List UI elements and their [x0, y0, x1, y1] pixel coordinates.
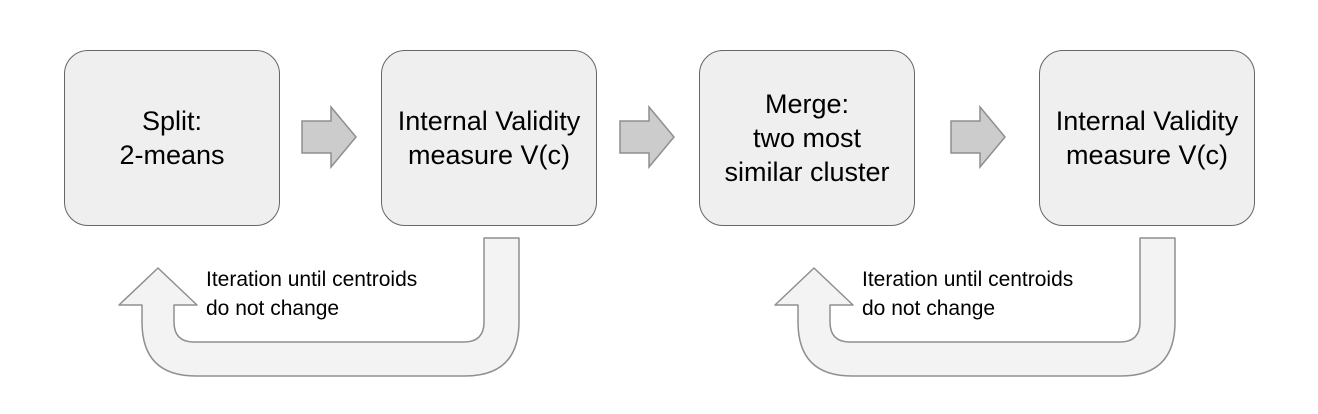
split-step-box: Split: 2-means	[64, 50, 280, 226]
loop-caption-1: Iteration until centroids do not change	[206, 265, 417, 323]
validity-box-1-line-2: measure V(c)	[407, 140, 571, 170]
merge-box-line-3: similar cluster	[724, 157, 890, 187]
right-arrow-1	[301, 104, 357, 170]
split-box-line-1: Split:	[141, 106, 202, 136]
validity-box-2-line-2: measure V(c)	[1065, 140, 1229, 170]
split-box-line-2: 2-means	[119, 140, 225, 170]
right-arrow-2	[619, 104, 675, 170]
merge-step-box: Merge: two most similar cluster	[699, 50, 915, 226]
loop-arrow-1	[118, 237, 520, 377]
loop-caption-2-line-1: Iteration until centroids	[862, 268, 1074, 291]
loop-arrow-2	[774, 237, 1176, 377]
right-arrow-3	[950, 104, 1006, 170]
validity-measure-box-2: Internal Validity measure V(c)	[1039, 50, 1255, 226]
loop-caption-1-line-2: do not change	[206, 297, 340, 320]
loop-caption-1-line-1: Iteration until centroids	[206, 268, 418, 291]
validity-measure-box-1: Internal Validity measure V(c)	[381, 50, 597, 226]
merge-box-line-2: two most	[752, 123, 862, 153]
loop-caption-2: Iteration until centroids do not change	[862, 265, 1073, 323]
merge-box-line-1: Merge:	[764, 89, 850, 119]
validity-box-1-line-1: Internal Validity	[397, 106, 581, 136]
loop-caption-2-line-2: do not change	[862, 297, 996, 320]
validity-box-2-line-1: Internal Validity	[1055, 106, 1239, 136]
